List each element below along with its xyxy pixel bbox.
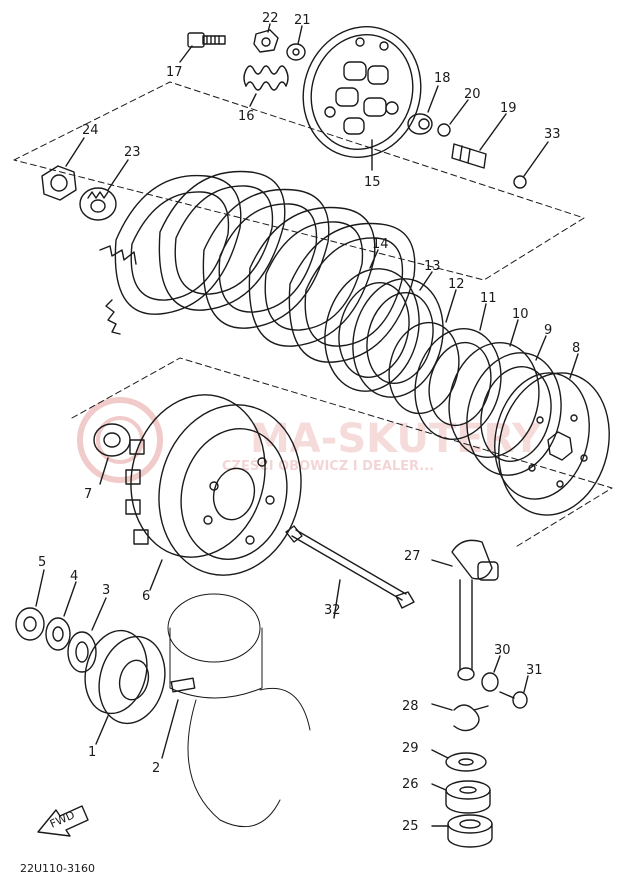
clutch-housing-6 [125, 394, 302, 591]
nut-22 [253, 23, 279, 53]
primary-drive-gear-1 [84, 629, 166, 745]
callout-26: 26 [402, 777, 419, 792]
callout-15: 15 [364, 175, 381, 190]
washer-4 [45, 581, 77, 651]
callout-22: 22 [262, 11, 279, 26]
clutch-plate-stack [99, 170, 416, 363]
diagram-code: 22U110-3160 [20, 862, 95, 875]
callout-9: 9 [544, 323, 552, 338]
callout-20: 20 [464, 87, 481, 102]
washer-21 [286, 25, 306, 61]
watermark-subtitle: CZĘŚCI OBOWICZ I DEALER... [222, 458, 434, 474]
callout-1: 1 [88, 745, 96, 760]
callout-labels: 1 2 3 4 5 6 7 8 9 10 11 12 13 14 15 16 1… [38, 11, 580, 834]
plate-10 [448, 319, 540, 458]
callout-32: 32 [324, 603, 341, 618]
lock-washer-23 [79, 159, 129, 221]
wire-clip-12 [388, 289, 460, 415]
push-bearing-18 [407, 85, 439, 135]
callout-8: 8 [572, 341, 580, 356]
callout-19: 19 [500, 101, 517, 116]
washer-29 [431, 749, 487, 772]
washer-3 [67, 597, 107, 673]
crankshaft-outline [167, 593, 311, 828]
callout-29: 29 [402, 741, 419, 756]
callout-10: 10 [512, 307, 529, 322]
key-2 [161, 677, 196, 759]
bolt-17 [179, 32, 226, 63]
callout-12: 12 [448, 277, 465, 292]
callout-28: 28 [402, 699, 419, 714]
callout-11: 11 [480, 291, 497, 306]
callout-2: 2 [152, 761, 160, 776]
callout-25: 25 [402, 819, 419, 834]
callout-31: 31 [526, 663, 543, 678]
callout-13: 13 [424, 259, 441, 274]
callout-16: 16 [238, 109, 255, 124]
oil-seal-25 [431, 814, 493, 848]
nut-24 [41, 137, 85, 201]
screw-31 [499, 675, 529, 709]
callout-24: 24 [82, 123, 99, 138]
push-lever-shaft-32 [285, 525, 415, 619]
callout-14: 14 [372, 237, 389, 252]
push-lever-27 [431, 539, 499, 681]
ball-33 [513, 141, 549, 189]
bearing-26 [431, 780, 491, 814]
callout-30: 30 [494, 643, 511, 658]
callout-4: 4 [70, 569, 78, 584]
lower-assembly-boundary [71, 357, 613, 549]
callout-3: 3 [102, 583, 110, 598]
plate-9 [466, 335, 562, 476]
upper-assembly-boundary [13, 81, 585, 281]
circlip-20 [437, 99, 469, 137]
pressure-plate-15 [302, 26, 422, 171]
callout-33: 33 [544, 127, 561, 142]
spring-16 [243, 65, 289, 107]
watermark: MA-SKUTERY CZĘŚCI OBOWICZ I DEALER... [77, 397, 542, 483]
callout-23: 23 [124, 145, 141, 160]
callout-7: 7 [84, 487, 92, 502]
callout-17: 17 [166, 65, 183, 80]
callout-6: 6 [142, 589, 150, 604]
forward-arrow-icon [37, 805, 89, 837]
callout-21: 21 [294, 13, 311, 28]
callout-18: 18 [434, 71, 451, 86]
nut-5 [15, 569, 45, 641]
callout-5: 5 [38, 555, 46, 570]
push-rod-19 [451, 113, 507, 169]
washer-30 [481, 655, 501, 692]
callout-27: 27 [404, 549, 421, 564]
spring-28 [431, 703, 489, 732]
clutch-boss-8 [494, 353, 610, 516]
